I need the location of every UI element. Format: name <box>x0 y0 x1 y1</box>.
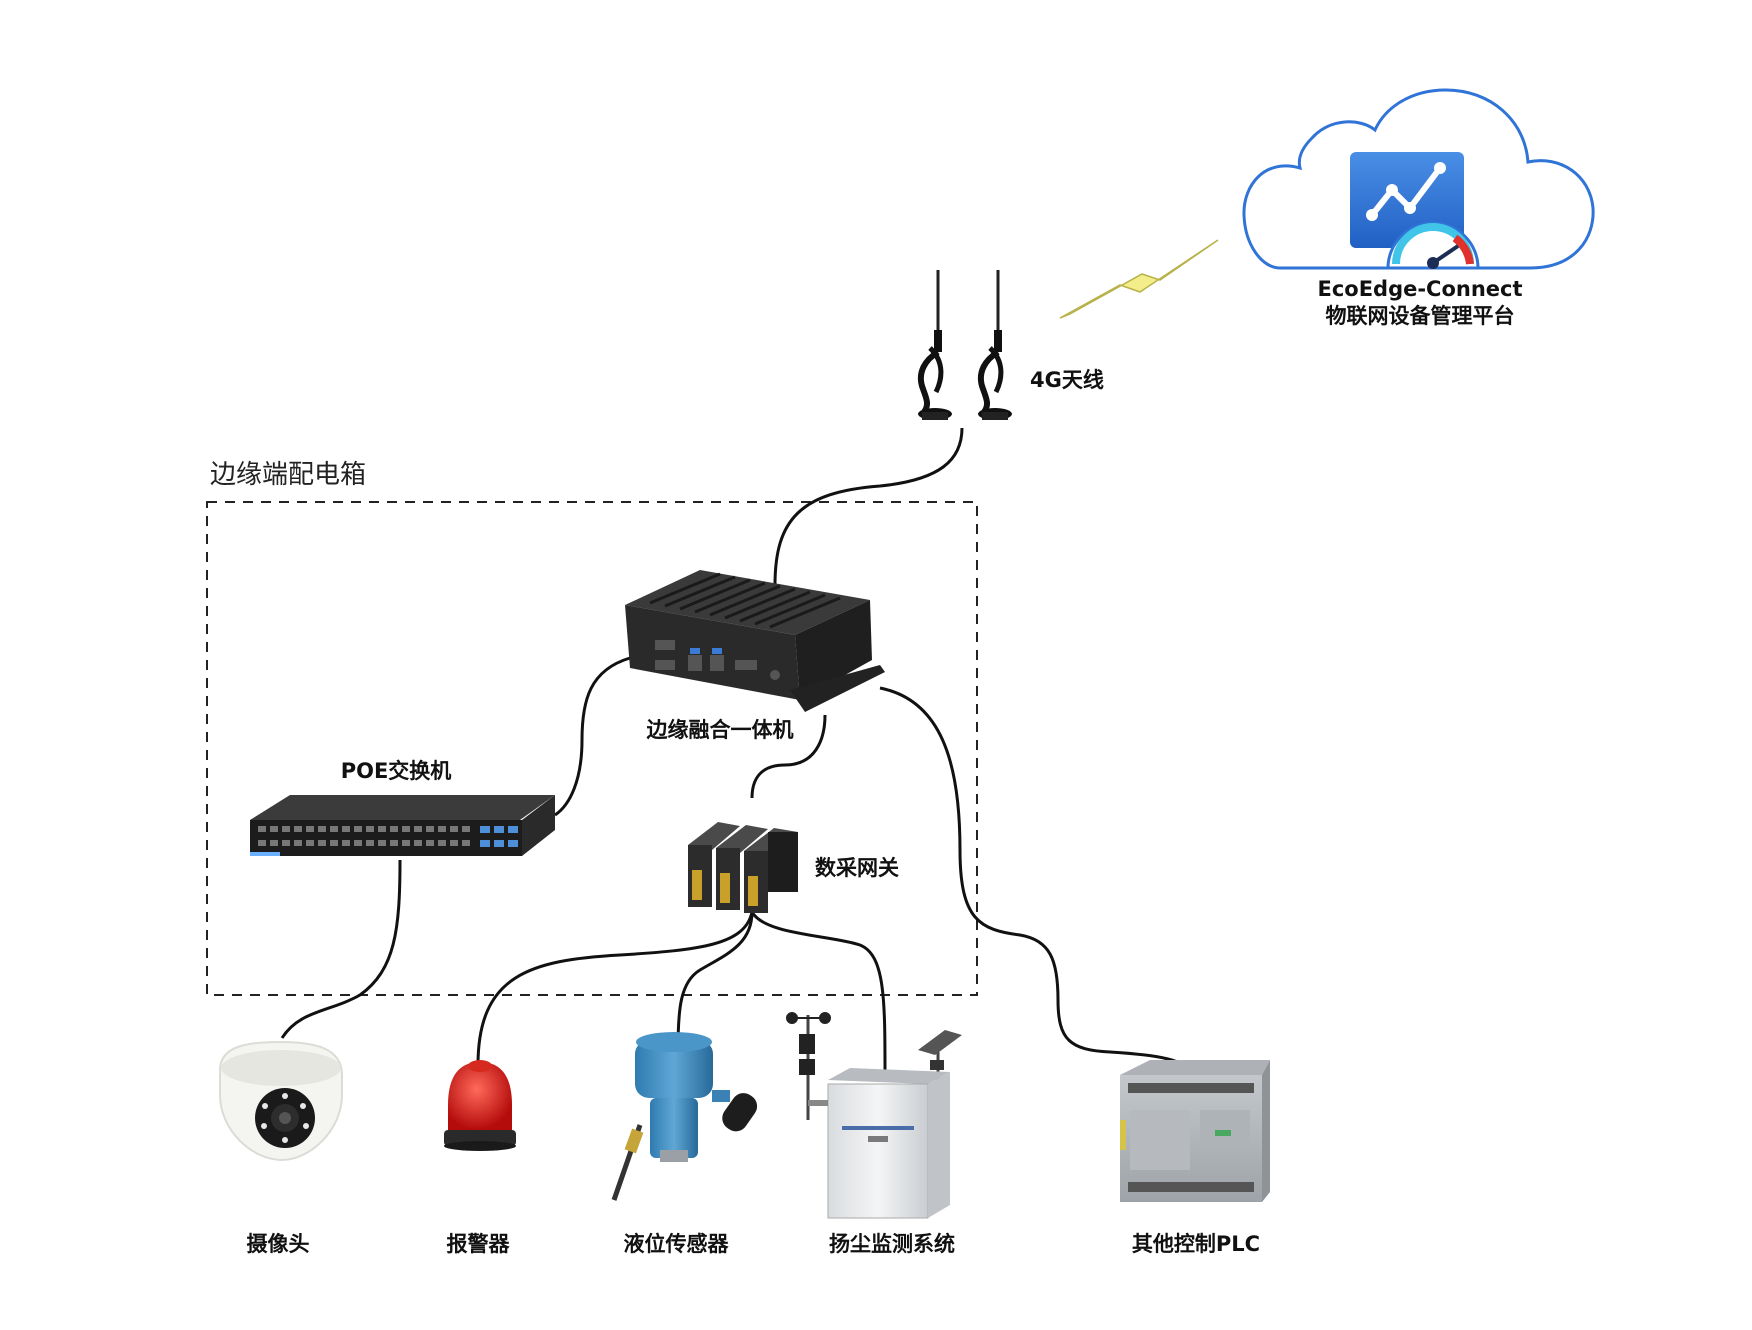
gateway-label: 数采网关 <box>815 856 899 880</box>
dome-camera-icon <box>219 1040 343 1162</box>
plc-icon <box>1120 1060 1270 1202</box>
platform-subtitle: 物联网设备管理平台 <box>1325 304 1515 328</box>
device-label-alarm: 报警器 <box>446 1232 510 1256</box>
connection-wires <box>280 427 1197 1076</box>
switch-icon <box>250 795 555 856</box>
platform-name: EcoEdge-Connect <box>1317 277 1523 301</box>
level-sensor-icon <box>611 1032 758 1201</box>
wire-gateway-dust <box>750 911 887 1076</box>
poe-switch-label: POE交换机 <box>340 759 452 783</box>
cloud-platform <box>1242 88 1595 270</box>
wire-gateway-alarm <box>476 911 754 1066</box>
wire-gateway-level <box>676 911 754 1051</box>
wire-switch-camera <box>280 859 402 1039</box>
antenna-label: 4G天线 <box>1030 368 1104 392</box>
din-gateway-icon <box>688 822 798 913</box>
wireless-link-bolt <box>1059 239 1219 319</box>
device-label-camera: 摄像头 <box>246 1232 310 1256</box>
fanless-pc-icon <box>625 570 885 712</box>
edge-computer-label: 边缘融合一体机 <box>646 718 794 742</box>
antenna-icon <box>917 270 1012 420</box>
device-label-plc: 其他控制PLC <box>1131 1232 1261 1256</box>
device-label-dust-monitor: 扬尘监测系统 <box>829 1232 955 1256</box>
cloud-platform-label: EcoEdge-Connect 物联网设备管理平台 <box>1317 276 1522 330</box>
alarm-light-icon <box>444 1060 516 1151</box>
wire-antenna-computer <box>773 427 964 586</box>
wire-computer-switch <box>554 656 631 817</box>
edge-box-label: 边缘端配电箱 <box>210 460 367 490</box>
device-label-level-sensor: 液位传感器 <box>623 1232 729 1256</box>
wire-computer-plc <box>879 686 1197 1075</box>
chart-gauge-icon <box>1350 152 1480 270</box>
dust-monitor-icon <box>786 1012 962 1219</box>
wire-computer-gateway <box>750 714 827 799</box>
edge-box-boundary <box>206 501 978 996</box>
